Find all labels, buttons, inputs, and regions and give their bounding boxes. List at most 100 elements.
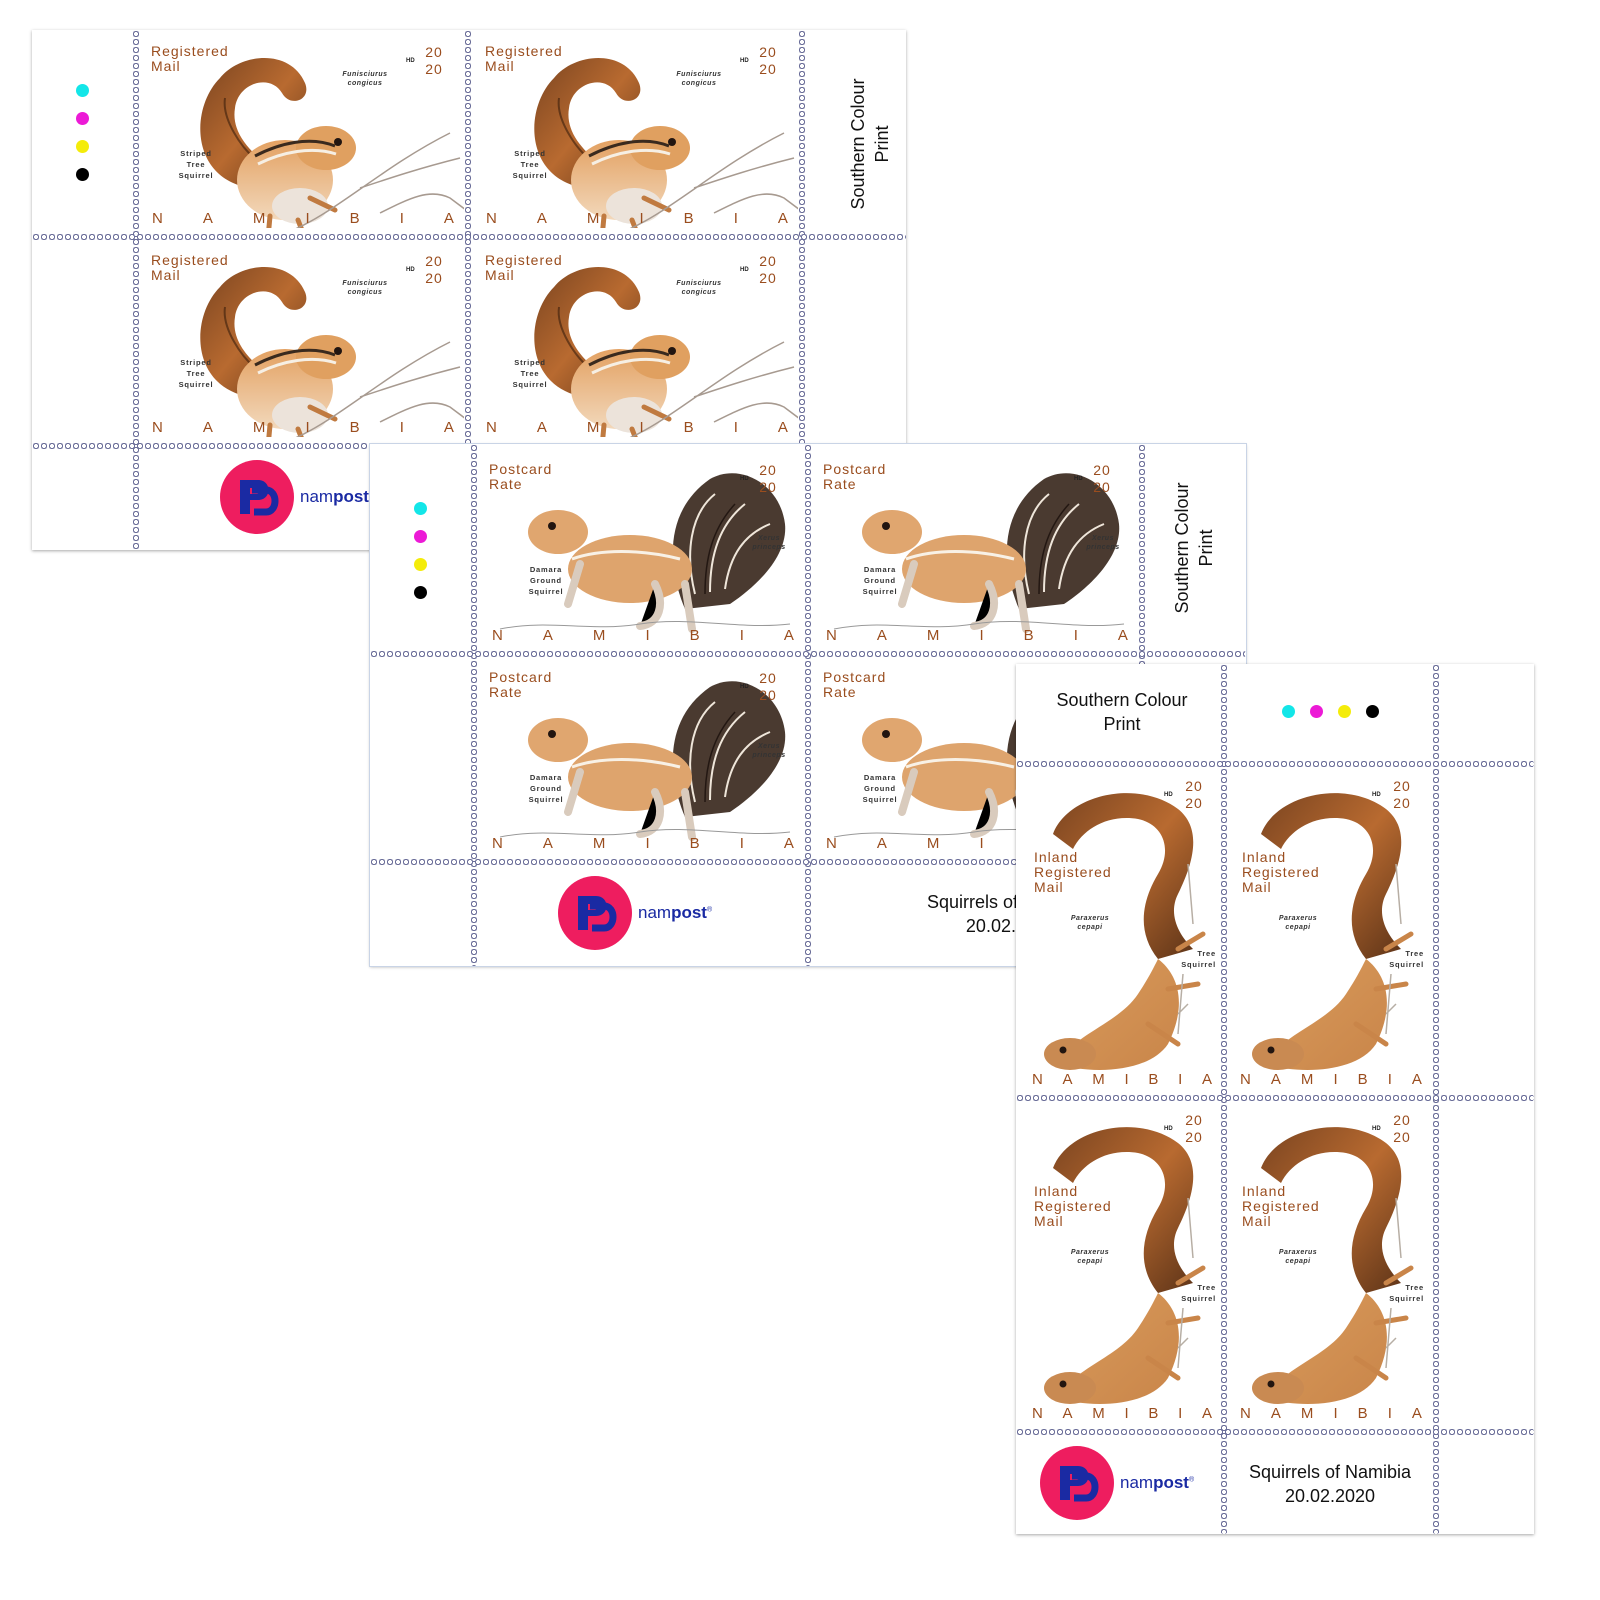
color-bar-yellow (76, 140, 89, 153)
perforation-vertical (798, 30, 806, 550)
perforation-horizontal (1016, 1094, 1534, 1102)
artist-initials: HD (1164, 1126, 1173, 1132)
color-bar-black (1366, 705, 1379, 718)
stamp-sheet-tree-squirrel: Southern Colour Print nampost® Squirrels… (1016, 664, 1534, 1534)
perforation-vertical (132, 30, 140, 550)
color-bar-cyan (414, 502, 427, 515)
color-bar-black (414, 586, 427, 599)
perforation-horizontal (32, 233, 906, 241)
artist-initials: HD (406, 58, 415, 64)
nampost-emblem (1040, 1446, 1114, 1520)
color-bar-yellow (1338, 705, 1351, 718)
color-bar-yellow (414, 558, 427, 571)
artist-initials: HD (1372, 1126, 1381, 1132)
perforation-horizontal (370, 858, 1246, 866)
tree-squirrel-illustration (1028, 1108, 1218, 1408)
artist-initials: HD (740, 684, 749, 690)
color-bar-cyan (1282, 705, 1295, 718)
nampost-emblem (220, 460, 294, 534)
color-bar-magenta (1310, 705, 1323, 718)
issue-title: Squirrels of Namibia 20.02.2020 (1248, 1462, 1412, 1506)
perforation-vertical (470, 444, 478, 966)
artist-initials: HD (406, 267, 415, 273)
artist-initials: HD (740, 476, 749, 482)
perforation-horizontal (370, 650, 1246, 658)
color-bar-black (76, 168, 89, 181)
color-bar-magenta (76, 112, 89, 125)
nampost-logo: nampost® (558, 876, 712, 950)
printer-imprint: Southern Colour Print (1172, 482, 1216, 614)
tree-squirrel-illustration (1236, 1108, 1426, 1408)
printer-imprint: Southern Colour Print (848, 78, 892, 210)
nampost-wordmark: nampost® (638, 903, 713, 922)
tree-squirrel-illustration (1236, 774, 1426, 1074)
artist-initials: HD (740, 58, 749, 64)
perforation-vertical (804, 444, 812, 966)
artist-initials: HD (1074, 476, 1083, 482)
artist-initials: HD (1372, 792, 1381, 798)
nampost-emblem (558, 876, 632, 950)
perforation-vertical (464, 30, 472, 550)
perforation-horizontal (1016, 760, 1534, 768)
tree-squirrel-illustration (1028, 774, 1218, 1074)
